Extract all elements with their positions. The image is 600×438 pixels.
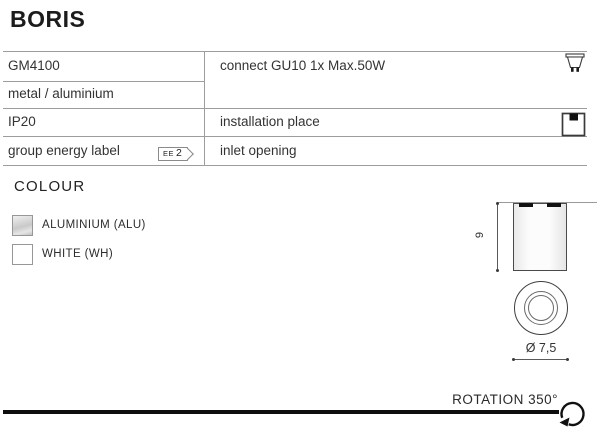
- swatch-aluminium: [12, 215, 33, 236]
- rotation-label: ROTATION 350°: [452, 392, 558, 407]
- dim-dot: [496, 202, 499, 205]
- table-line-1-left: [3, 81, 204, 82]
- table-border-bottom: [3, 165, 587, 166]
- diameter-dimension-label: Ø 7,5: [525, 341, 557, 355]
- ceiling-line: [498, 202, 597, 203]
- height-dimension-label: 9: [474, 231, 487, 239]
- table-column-divider: [204, 51, 205, 166]
- cylinder-top-view-inner: [528, 295, 554, 321]
- spec-energy-label: group energy label: [8, 143, 120, 158]
- spec-socket: connect GU10 1x Max.50W: [220, 58, 386, 73]
- height-dimension-line: [497, 203, 498, 271]
- spec-ip-rating: IP20: [8, 114, 36, 129]
- rotation-arrow-icon: [559, 401, 585, 427]
- table-line-2: [3, 108, 587, 109]
- swatch-aluminium-label: ALUMINIUM (ALU): [42, 219, 146, 231]
- table-border-top: [3, 51, 587, 52]
- spec-product-code: GM4100: [8, 58, 60, 73]
- dim-dot: [496, 269, 499, 272]
- dim-dot: [512, 358, 515, 361]
- gu10-bulb-icon: [565, 53, 585, 72]
- swatch-white-label: WHITE (WH): [42, 248, 114, 260]
- mounting-tab-left: [519, 203, 533, 207]
- mounting-tab-right: [547, 203, 561, 207]
- ceiling-mount-icon: [561, 112, 586, 137]
- colour-section-heading: COLOUR: [14, 178, 86, 195]
- swatch-white: [12, 244, 33, 265]
- footer-rule: [3, 410, 559, 414]
- spec-table: GM4100 metal / aluminium IP20 group ener…: [3, 51, 587, 166]
- table-line-3: [3, 136, 587, 137]
- spec-material: metal / aluminium: [8, 86, 114, 101]
- spec-inlet-opening: inlet opening: [220, 143, 297, 158]
- page-title: BORIS: [10, 6, 86, 32]
- spec-installation-place: installation place: [220, 114, 320, 129]
- energy-badge-value: 2: [176, 147, 182, 159]
- dim-dot: [566, 358, 569, 361]
- energy-badge-prefix: EE: [163, 149, 175, 158]
- diameter-dimension-line: [513, 359, 568, 360]
- cylinder-side-view: [513, 203, 567, 271]
